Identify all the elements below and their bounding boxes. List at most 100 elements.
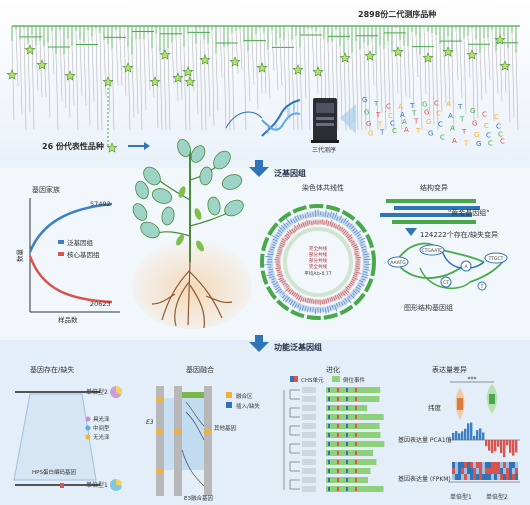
circos-tick <box>354 269 358 271</box>
tree-leaf <box>355 40 359 131</box>
tree-leaf <box>159 51 163 131</box>
tree-leaf <box>283 40 287 110</box>
evo-chs-unit <box>328 460 330 464</box>
dna-letter: G <box>474 131 479 139</box>
sv-count-label: 124222个存在/缺失变异 <box>420 230 498 239</box>
circos-tick <box>293 219 296 224</box>
circos-tick <box>334 295 337 299</box>
expression-bar <box>482 432 485 440</box>
circos-tick <box>275 267 281 270</box>
tree-leaf <box>463 38 467 114</box>
circos-tick <box>363 256 370 258</box>
heatmap-cell <box>479 474 482 480</box>
heatmap-cell <box>500 474 503 480</box>
heatmap-cell <box>473 468 476 474</box>
circos-tick <box>280 224 286 230</box>
tree-leaf <box>51 31 55 75</box>
tree-leaf <box>15 29 19 87</box>
expression-bar <box>491 440 494 454</box>
circos-tick <box>340 301 344 306</box>
evo-chs-unit <box>337 487 339 491</box>
tree-leaf <box>195 43 199 115</box>
tree-leaf <box>75 31 79 131</box>
tree-leaf <box>495 51 499 94</box>
evo-cluster <box>302 450 316 456</box>
evo-chs-unit <box>328 388 330 392</box>
circos-tick <box>307 307 309 312</box>
gene-family-xlabel: 样品数 <box>58 315 78 324</box>
circos-tick <box>311 221 313 226</box>
circos-tick <box>357 284 362 288</box>
tree-leaf <box>123 27 127 97</box>
dna-letter: T <box>377 121 383 129</box>
circos-tick <box>309 213 312 218</box>
evo-chs-unit <box>355 415 357 419</box>
circos-tick <box>357 234 361 237</box>
fpkm-label: 基因表达量 (FPKM) <box>398 475 451 483</box>
representative-star-icon <box>64 70 76 81</box>
dna-letter: T <box>459 116 465 124</box>
circos-tick <box>296 294 300 300</box>
circos-tick <box>327 306 330 313</box>
circos-tick <box>289 300 294 306</box>
representative-star-icon <box>102 76 114 87</box>
heatmap-cell <box>455 474 458 480</box>
tree-leaf <box>87 30 91 125</box>
circos-tick <box>307 211 309 217</box>
expression-bars <box>452 422 518 458</box>
evo-chs-unit <box>328 469 330 473</box>
pav-legend-item: 无光泽 <box>93 433 110 441</box>
heatmap-cell <box>494 468 497 474</box>
circos-tick <box>354 253 358 255</box>
dna-letter: C <box>482 111 487 119</box>
sv-alignment-bars <box>380 199 480 224</box>
circos-tick <box>268 275 275 279</box>
dna-letter: T <box>413 117 419 125</box>
evo-chs-unit <box>355 424 357 428</box>
circos-tick <box>281 240 286 244</box>
circos-outer-ring <box>260 204 376 320</box>
evo-chs-unit <box>337 415 339 419</box>
dna-letter: A <box>398 103 403 111</box>
tree-leaf <box>255 34 259 109</box>
circos-tick <box>336 224 340 229</box>
hap1-label: 单倍型1 <box>450 493 472 501</box>
evo-chs-unit <box>328 424 330 428</box>
tree-leaf <box>411 31 415 109</box>
evo-chs-unit <box>337 460 339 464</box>
evo-cluster <box>302 477 316 483</box>
dna-letter: C <box>436 109 441 117</box>
evo-chs-unit <box>355 388 357 392</box>
tree-leaf <box>227 45 231 131</box>
evo-chs-unit <box>346 487 348 491</box>
dna-letter: A <box>446 100 451 108</box>
heatmap-cell <box>470 468 473 474</box>
circos-tick <box>349 239 352 242</box>
heatmap-cell <box>491 462 494 468</box>
circos-tick <box>342 300 346 305</box>
heatmap-cell <box>488 462 491 468</box>
hps-gene-label: HPS蛋白编码基因 <box>32 468 76 476</box>
evo-chs-unit <box>328 487 330 491</box>
circos-tick <box>336 216 339 221</box>
evolution-legend-item: 倒位事件 <box>343 376 366 384</box>
sequencer-beam <box>340 104 356 134</box>
evo-chs-unit <box>346 451 348 455</box>
circos-tick <box>345 234 349 237</box>
expression-title: 表达量差异 <box>432 365 467 374</box>
circos-tick <box>358 236 362 240</box>
dna-helix-icon <box>261 99 301 137</box>
circos-tick <box>336 295 341 300</box>
tree-leaf <box>211 29 215 126</box>
representative-star-icon <box>182 66 194 77</box>
fusion-legend-item: 融合区 <box>236 392 253 400</box>
dna-letter: A <box>404 126 409 134</box>
heatmap-cell <box>488 474 491 480</box>
circos-tick <box>359 237 366 242</box>
tree-leaf <box>359 49 363 131</box>
circos-tick <box>282 295 288 302</box>
circos-tick <box>344 298 348 303</box>
heatmap-cell <box>512 474 515 480</box>
circos-tick <box>268 271 273 273</box>
circos-tick <box>277 253 282 255</box>
